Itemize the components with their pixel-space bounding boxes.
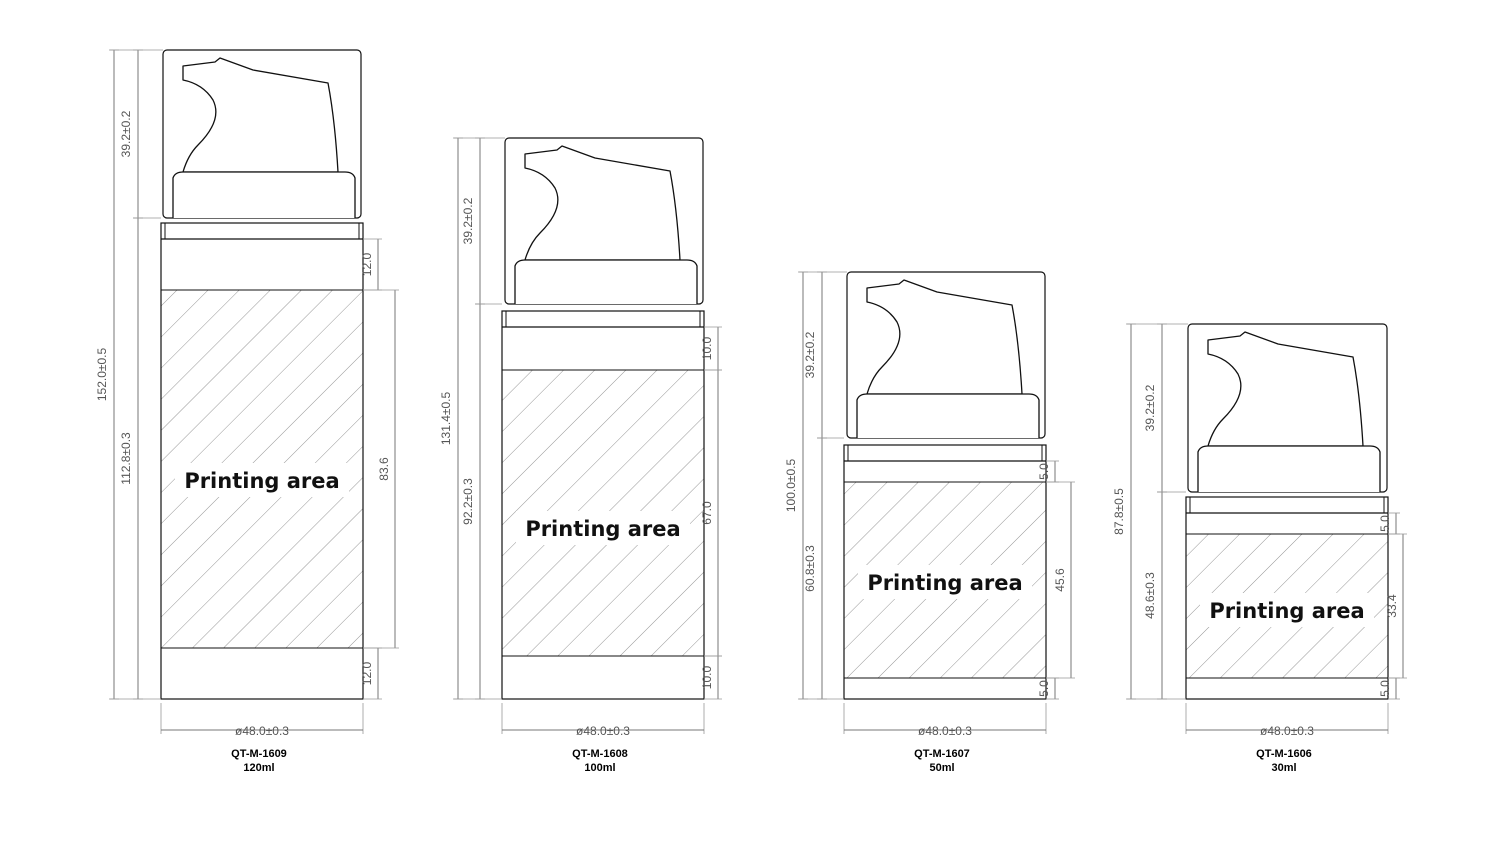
print-height-dim-group: 67.0 [700,369,722,657]
bottom-band-dim-label: 12.0 [360,661,374,685]
printing-area-label: Printing area [1209,599,1364,623]
body-height-dim-group: 92.2±0.3 [461,303,485,700]
pump-height-dim-group: 39.2±0.2 [1143,323,1167,493]
pump-height-dim-label: 39.2±0.2 [461,197,475,244]
printing-label-bg [175,463,349,497]
model-label: QT-M-1609 [231,748,287,760]
print-height-dim-group: 83.6 [363,289,399,649]
pump-collar [514,259,698,304]
pump-height-dim-group: 39.2±0.2 [119,49,143,219]
bottle-qt-m-1609: Printing area ø48.0±0.3QT-M-1609 120ml [110,49,364,774]
body-height-dim-label: 60.8±0.3 [803,545,817,592]
bottom-band-dim-group: 12.0 [360,647,382,700]
bottom-band-dim-label: 10.0 [700,665,714,689]
top-band-dim-group: 10.0 [700,326,722,371]
printing-area-label: Printing area [525,517,680,541]
body-height-dim-group: 48.6±0.3 [1143,491,1167,700]
top-band-dim-label: 12.0 [360,252,374,276]
total-height-dim-label: 131.4±0.5 [439,392,453,446]
top-band-dim-group: 12.0 [360,238,382,291]
pump-collar [856,393,1040,438]
bottle-body-outline [160,222,364,700]
total-height-dim-label: 152.0±0.5 [95,348,109,402]
total-height-dim-group: 152.0±0.5 [95,49,119,700]
model-label: QT-M-1606 [1256,748,1312,760]
diameter-label: ø48.0±0.3 [918,724,972,738]
bottle-body-outline [1185,496,1389,700]
print-height-dim-group: 33.4 [1385,533,1407,679]
volume-label: 120ml [243,762,274,774]
print-height-dim-label: 67.0 [700,501,714,525]
volume-label: 100ml [584,762,615,774]
body-height-dim-label: 92.2±0.3 [461,478,475,525]
print-height-dim-label: 45.6 [1053,568,1067,592]
total-height-dim-label: 100.0±0.5 [784,459,798,513]
model-label: QT-M-1608 [572,748,628,760]
pump-head [524,145,681,261]
printing-area-label: Printing area [184,469,339,493]
body-height-dim-label: 48.6±0.3 [1143,572,1157,619]
bottle-body-outline [843,444,1047,700]
printing-label-bg [516,511,690,545]
top-band-dim-label: 5.0 [1037,463,1051,480]
top-band-dim-label: 5.0 [1378,515,1392,532]
body-height-dim-label: 112.8±0.3 [119,432,133,485]
pump-head [1207,331,1364,447]
bottle-qt-m-1606: Printing area ø48.0±0.3QT-M-1606 30ml [1127,323,1389,774]
pump-collar [172,171,356,218]
top-band-dim-group: 5.0 [1378,512,1400,535]
bottom-band-dim-label: 5.0 [1378,680,1392,697]
bottom-band-dim-group: 5.0 [1037,677,1059,700]
top-band-dim-label: 10.0 [700,336,714,360]
printing-label-bg [858,565,1032,599]
diameter-label: ø48.0±0.3 [235,724,289,738]
total-height-dim-label: 87.8±0.5 [1112,488,1126,535]
printing-label-bg [1200,593,1374,627]
bottle-qt-m-1608: Printing area ø48.0±0.3QT-M-1608 100ml [454,137,705,774]
total-height-dim-group: 87.8±0.5 [1112,323,1136,700]
body-height-dim-group: 60.8±0.3 [803,437,827,700]
bottom-band-dim-group: 5.0 [1378,677,1400,700]
body-height-dim-group: 112.8±0.3 [119,217,143,700]
pump-head [866,279,1023,395]
bottle-qt-m-1607: Printing area ø48.0±0.3QT-M-1607 50ml [799,271,1047,774]
pump-height-dim-label: 39.2±0.2 [1143,384,1157,431]
diameter-label: ø48.0±0.3 [576,724,630,738]
print-height-dim-group: 45.6 [1046,481,1075,679]
pump-height-dim-group: 39.2±0.2 [803,271,827,439]
pump-height-dim-label: 39.2±0.2 [803,331,817,378]
model-label: QT-M-1607 [914,748,970,760]
pump-collar [1197,445,1381,492]
print-height-dim-label: 83.6 [377,457,391,481]
printing-area-label: Printing area [867,571,1022,595]
bottom-band-dim-group: 10.0 [700,655,722,700]
pump-height-dim-label: 39.2±0.2 [119,110,133,157]
diameter-label: ø48.0±0.3 [1260,724,1314,738]
volume-label: 50ml [929,762,954,774]
print-height-dim-label: 33.4 [1385,594,1399,618]
volume-label: 30ml [1271,762,1296,774]
bottle-body-outline [501,310,705,700]
total-height-dim-group: 100.0±0.5 [784,271,808,700]
bottom-band-dim-label: 5.0 [1037,680,1051,697]
pump-head [182,57,339,173]
total-height-dim-group: 131.4±0.5 [439,137,463,700]
top-band-dim-group: 5.0 [1037,460,1059,483]
pump-height-dim-group: 39.2±0.2 [461,137,485,305]
